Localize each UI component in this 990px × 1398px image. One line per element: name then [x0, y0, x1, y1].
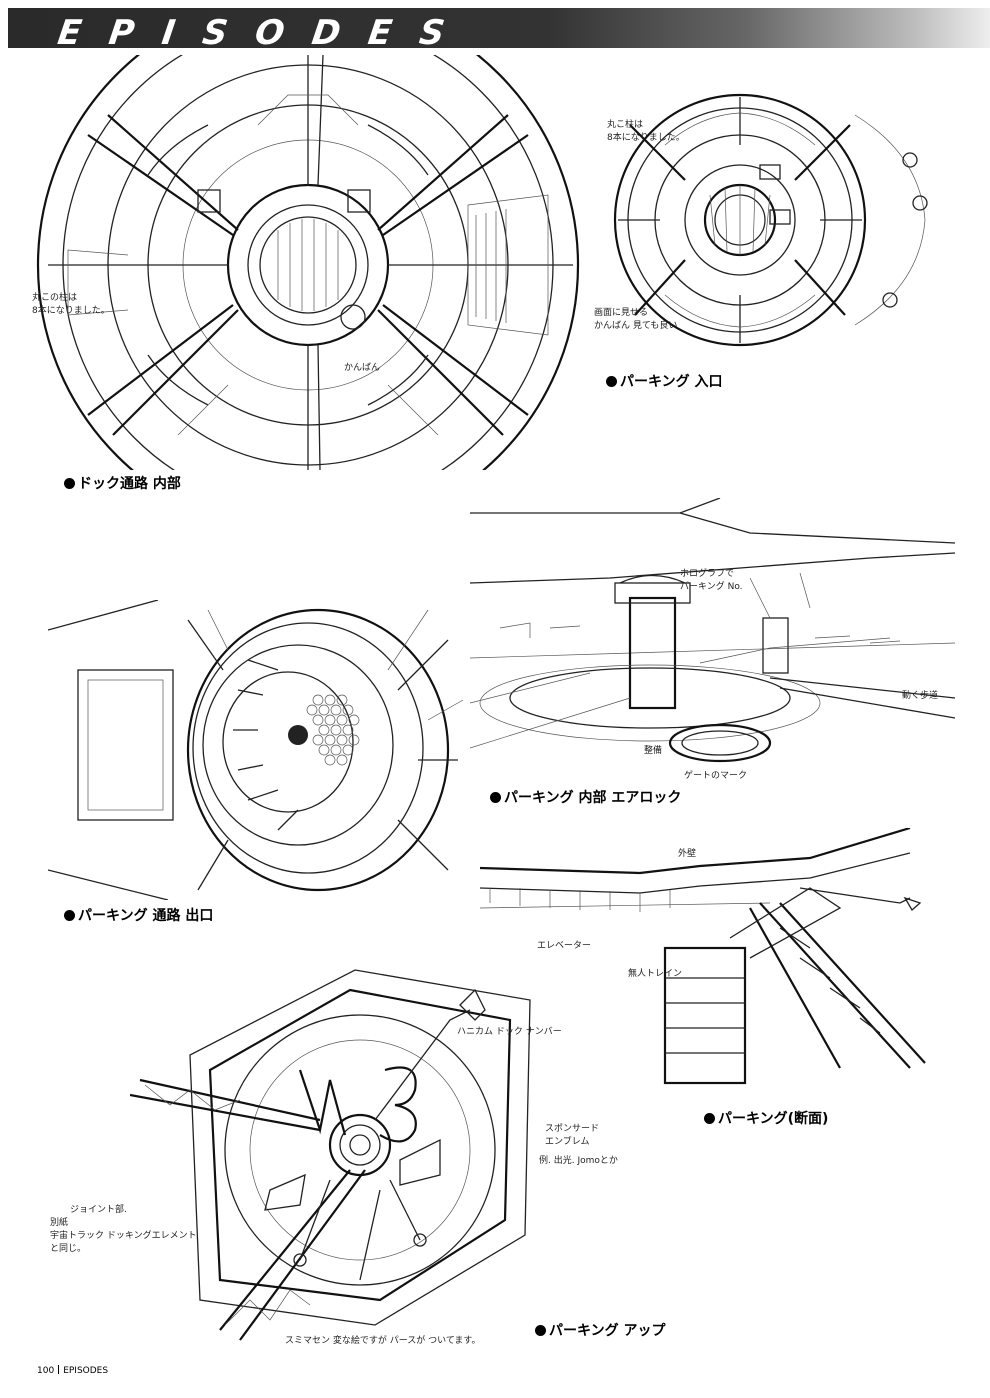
note-joint-detail: 別紙 宇宙トラック ドッキングエレメント と同じ。 — [50, 1218, 197, 1254]
bullet-icon — [490, 792, 501, 803]
header-bar — [8, 8, 990, 48]
note-outer-wall: 外壁 — [678, 849, 697, 859]
note-hologram: ホログラフで パーキング No. — [680, 569, 743, 592]
note-walkway: 動く歩道 — [902, 691, 939, 701]
note-honeycomb-number: ハニカム ドック ナンバー — [457, 1027, 562, 1037]
note-joint: ジョイント部. — [70, 1205, 127, 1215]
note-sponsor: スポンサード エンブレム — [545, 1124, 600, 1147]
page-number: 100 — [37, 1366, 55, 1376]
sketch-parking-cross-section — [480, 828, 950, 1090]
page-footer: 100 EPISODES — [37, 1365, 108, 1376]
caption-parking-closeup: パーキング アップ — [535, 1320, 665, 1340]
note-unmanned-train: 無人トレイン — [628, 969, 683, 979]
sketch-parking-passage-exit — [48, 600, 468, 900]
sketch-parking-interior-airlock — [470, 498, 955, 783]
note-apology: スミマセン 変な絵ですが パースが ついてます。 — [285, 1336, 481, 1346]
header-title: EPISODES — [55, 13, 475, 53]
caption-dock-passage-interior: ドック通路 内部 — [64, 473, 181, 493]
note-entrance-top: 丸こ柱は 8本になりました。 — [607, 120, 685, 143]
sketch-parking-closeup — [130, 960, 550, 1345]
note-air-lock-mark: ゲートのマーク — [684, 771, 748, 781]
bullet-icon — [704, 1113, 715, 1124]
caption-parking-entrance: パーキング 入口 — [606, 371, 722, 391]
footer-section: EPISODES — [63, 1366, 109, 1376]
bullet-icon — [535, 1325, 546, 1336]
note-elevator: エレベーター — [537, 941, 592, 951]
bullet-icon — [64, 478, 75, 489]
sketch-dock-passage-interior — [28, 55, 588, 470]
caption-parking-interior-airlock: パーキング 内部 エアロック — [490, 787, 681, 807]
note-dock-sign: かんばん — [344, 363, 381, 373]
footer-separator — [58, 1365, 60, 1374]
bullet-icon — [606, 376, 617, 387]
sketch-parking-entrance — [590, 85, 950, 355]
note-maintenance: 整備 — [644, 746, 663, 756]
note-entrance-left: 画面に見せる かんばん 見ても良い — [594, 308, 678, 331]
caption-parking-passage-exit: パーキング 通路 出口 — [64, 905, 213, 925]
bullet-icon — [64, 910, 75, 921]
note-dock-pillar: 丸この柱は 8本になりました。 — [32, 293, 110, 316]
caption-parking-cross-section: パーキング(断面) — [704, 1108, 828, 1128]
note-sponsor-example: 例. 出光. Jomoとか — [539, 1156, 618, 1166]
